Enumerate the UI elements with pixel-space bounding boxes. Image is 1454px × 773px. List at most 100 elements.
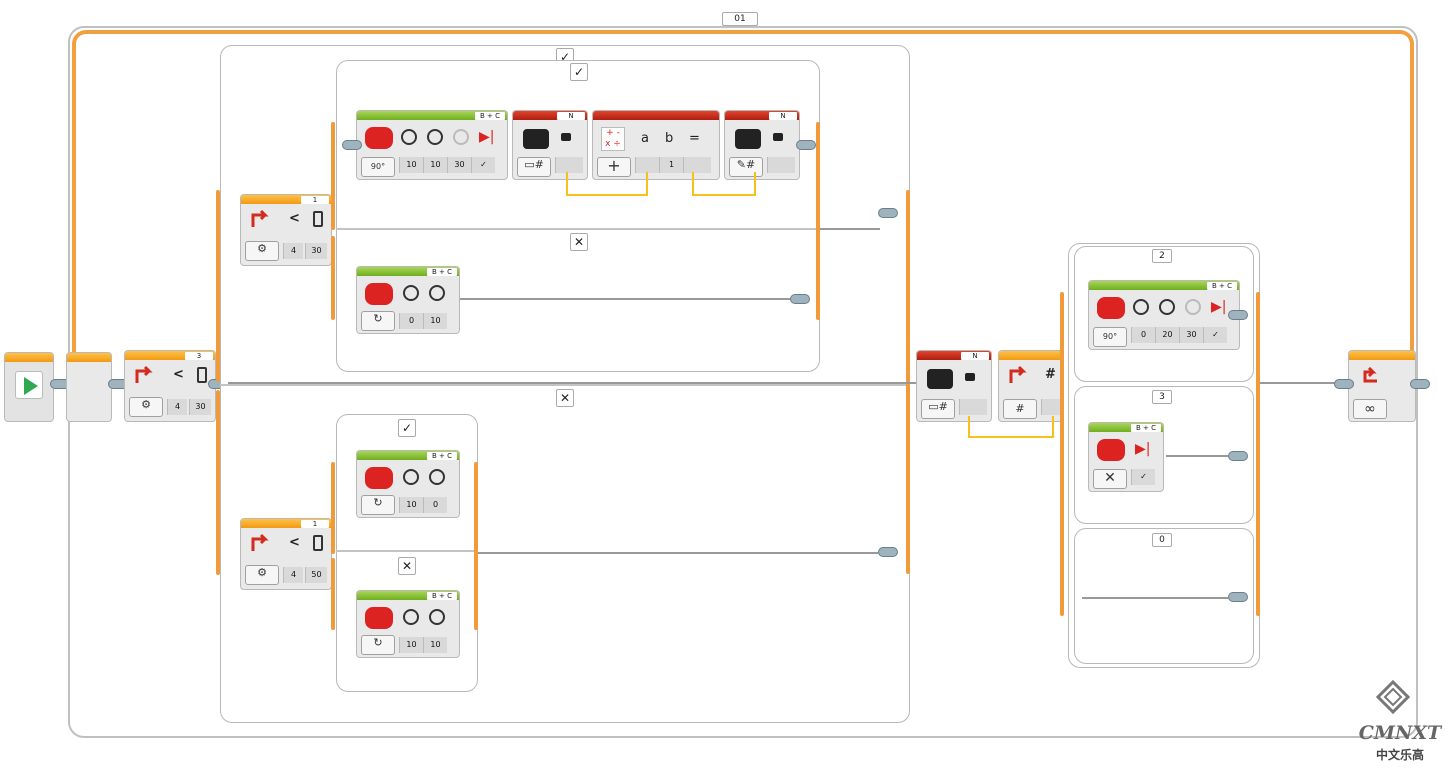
outer-switch-block[interactable]: 3 < ⚙ 4 30 (124, 350, 216, 422)
speed-value[interactable]: 10 (423, 313, 447, 329)
case-false-tab[interactable]: ✕ (556, 389, 574, 407)
sequence-wire (478, 552, 878, 554)
variable-write-block[interactable]: N ✎# (724, 110, 800, 180)
mode-selector[interactable]: ↻ (361, 311, 395, 331)
case-false-tab[interactable]: ✕ (398, 557, 416, 575)
case-true-tab[interactable]: ✓ (398, 419, 416, 437)
input-a-value[interactable] (635, 157, 659, 173)
inner-switch-bottom-block[interactable]: 1 < ⚙ 4 50 (240, 518, 332, 590)
port-label[interactable]: B + C (427, 452, 457, 460)
sequence-connector[interactable] (1228, 451, 1248, 461)
case-value-tab[interactable]: 0 (1152, 533, 1172, 547)
data-wire[interactable] (692, 172, 756, 196)
input-value[interactable] (1041, 399, 1061, 415)
threshold-value[interactable]: 30 (305, 243, 327, 259)
variable-read-block[interactable]: N ▭# (916, 350, 992, 422)
briefcase-small-icon (773, 133, 783, 141)
switch-rail (1060, 292, 1064, 616)
start-block[interactable] (4, 352, 54, 422)
port-label[interactable]: B + C (427, 592, 457, 600)
port-label[interactable]: 1 (301, 520, 329, 528)
compare-symbol: < (173, 367, 184, 382)
degrees-value[interactable]: 30 (447, 157, 471, 173)
mode-selector[interactable]: ✕ (1093, 469, 1127, 489)
data-wire[interactable] (566, 172, 648, 196)
data-wire[interactable] (968, 416, 1054, 438)
move-tank-block[interactable]: B + C ▶| 90° 10 10 30 ✓ (356, 110, 508, 180)
threshold-value[interactable]: 50 (305, 567, 327, 583)
brake-checkbox[interactable]: ✓ (1131, 469, 1155, 485)
steering-value[interactable]: 10 (399, 637, 423, 653)
move-tank-block[interactable]: B + C ▶| 90° 0 20 30 ✓ (1088, 280, 1240, 350)
math-block[interactable]: + -x ÷ a b = + 1 (592, 110, 720, 180)
port-value[interactable]: 4 (167, 399, 187, 415)
infinity-icon[interactable]: ∞ (1353, 399, 1387, 419)
steering-value[interactable]: 0 (399, 313, 423, 329)
port-label[interactable]: B + C (1131, 424, 1161, 432)
mode-selector[interactable]: 90° (1093, 327, 1127, 347)
port-label[interactable]: N (769, 112, 797, 120)
steering-value[interactable]: 10 (399, 497, 423, 513)
speed-value[interactable]: 10 (423, 637, 447, 653)
result-value[interactable] (683, 157, 711, 173)
sequence-connector[interactable] (1334, 379, 1354, 389)
inner-switch-top-block[interactable]: 1 < ⚙ 4 30 (240, 194, 332, 266)
threshold-value[interactable]: 30 (189, 399, 211, 415)
mode-selector[interactable]: ↻ (361, 635, 395, 655)
mode-selector[interactable]: ↻ (361, 495, 395, 515)
play-icon[interactable] (15, 371, 43, 399)
case-true-tab[interactable]: ✓ (570, 63, 588, 81)
mode-selector[interactable]: ⚙ (245, 241, 279, 261)
port-value[interactable]: 4 (283, 243, 303, 259)
port-label[interactable]: B + C (475, 112, 505, 120)
mode-selector[interactable]: 90° (361, 157, 395, 177)
speed-value[interactable]: 20 (1155, 327, 1179, 343)
port-label[interactable]: N (961, 352, 989, 360)
variable-read-block[interactable]: N ▭# (512, 110, 588, 180)
brake-checkbox[interactable]: ✓ (471, 157, 495, 173)
sequence-connector[interactable] (1228, 592, 1248, 602)
loop-name-label[interactable]: 01 (722, 12, 758, 26)
case-value-tab[interactable]: 3 (1152, 390, 1172, 404)
input-b-value[interactable]: 1 (659, 157, 683, 173)
mode-selector[interactable]: ⚙ (129, 397, 163, 417)
speed-icon (429, 285, 445, 301)
speed-value[interactable]: 10 (423, 157, 447, 173)
move-tank-block[interactable]: B + C ↻ 10 10 (356, 590, 460, 658)
numeric-switch-block[interactable]: # # (998, 350, 1064, 422)
mode-selector[interactable]: + (597, 157, 631, 177)
steering-value[interactable]: 10 (399, 157, 423, 173)
degrees-value[interactable]: 30 (1179, 327, 1203, 343)
port-label[interactable]: 1 (301, 196, 329, 204)
numeric-symbol: # (1045, 367, 1056, 382)
mode-selector[interactable]: # (1003, 399, 1037, 419)
sequence-connector[interactable] (878, 208, 898, 218)
sequence-connector[interactable] (878, 547, 898, 557)
move-tank-block[interactable]: B + C ↻ 0 10 (356, 266, 460, 334)
sequence-connector[interactable] (1410, 379, 1430, 389)
sequence-connector[interactable] (342, 140, 362, 150)
port-value[interactable]: 4 (283, 567, 303, 583)
port-label[interactable]: N (557, 112, 585, 120)
loop-end-block[interactable]: ∞ (1348, 350, 1416, 422)
sequence-connector[interactable] (1228, 310, 1248, 320)
output-value[interactable] (555, 157, 583, 173)
brake-checkbox[interactable]: ✓ (1203, 327, 1227, 343)
port-label[interactable]: B + C (1207, 282, 1237, 290)
sequence-connector[interactable] (796, 140, 816, 150)
mode-selector[interactable]: ▭# (517, 157, 551, 177)
port-label[interactable]: 3 (185, 352, 213, 360)
case-value-tab[interactable]: 2 (1152, 249, 1172, 263)
mode-selector[interactable]: ⚙ (245, 565, 279, 585)
mode-selector[interactable]: ✎# (729, 157, 763, 177)
move-tank-block[interactable]: B + C ↻ 10 0 (356, 450, 460, 518)
steering-value[interactable]: 0 (1131, 327, 1155, 343)
input-value[interactable] (767, 157, 795, 173)
mode-selector[interactable]: ▭# (921, 399, 955, 419)
move-tank-block[interactable]: B + C ▶| ✕ ✓ (1088, 422, 1164, 492)
output-value[interactable] (959, 399, 987, 415)
case-false-tab[interactable]: ✕ (570, 233, 588, 251)
speed-value[interactable]: 0 (423, 497, 447, 513)
sequence-connector[interactable] (790, 294, 810, 304)
port-label[interactable]: B + C (427, 268, 457, 276)
